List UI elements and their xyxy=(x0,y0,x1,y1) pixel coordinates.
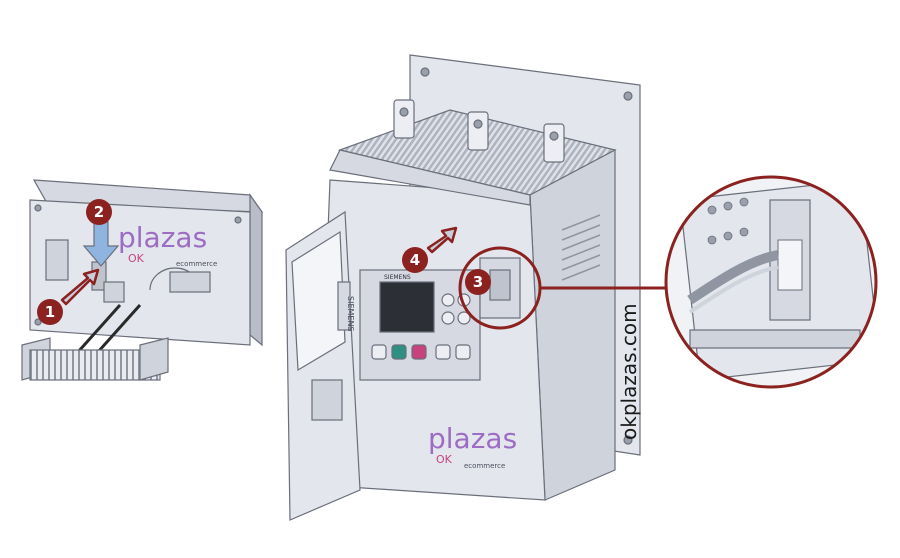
watermark-bottom-ecommerce: ecommerce xyxy=(464,462,505,470)
watermark-bottom-main: plazas xyxy=(428,422,517,455)
watermark-bottom: plazas OK ecommerce xyxy=(428,422,517,470)
step-4-label: 4 xyxy=(410,251,420,269)
watermark-top-ecommerce: ecommerce xyxy=(176,260,217,268)
watermark-top-ok: OK xyxy=(128,252,145,265)
detail-zoom xyxy=(666,177,876,387)
step-marker-1: 1 xyxy=(37,299,63,325)
step-1-label: 1 xyxy=(45,303,55,321)
module-brand: SIEMENS xyxy=(384,274,411,281)
step-marker-4: 4 xyxy=(402,247,428,273)
step-4-arrow xyxy=(426,226,458,254)
panel-connector xyxy=(76,281,142,353)
step-2-arrow xyxy=(82,221,120,267)
detail-zoom-ring xyxy=(664,175,878,389)
watermark-top: plazas OK ecommerce xyxy=(118,221,217,268)
watermark-top-main: plazas xyxy=(118,221,207,254)
door-brand: SIEMENS xyxy=(346,296,355,332)
step-1-arrow xyxy=(60,268,100,306)
step-3-label: 3 xyxy=(473,273,483,291)
terminal-lugs xyxy=(393,99,565,163)
vent-slots xyxy=(561,214,601,281)
step-2-label: 2 xyxy=(94,203,104,221)
ribbon-cable xyxy=(21,337,169,381)
display-screen xyxy=(379,281,435,333)
remote-panel xyxy=(29,179,264,347)
step-marker-3: 3 xyxy=(465,269,491,295)
site-url-text: okplazas.com xyxy=(617,303,641,440)
watermark-bottom-ok: OK xyxy=(436,453,453,466)
control-module: SIEMENS xyxy=(359,269,481,381)
open-door: SIEMENS xyxy=(285,210,361,521)
step-marker-2: 2 xyxy=(86,199,112,225)
